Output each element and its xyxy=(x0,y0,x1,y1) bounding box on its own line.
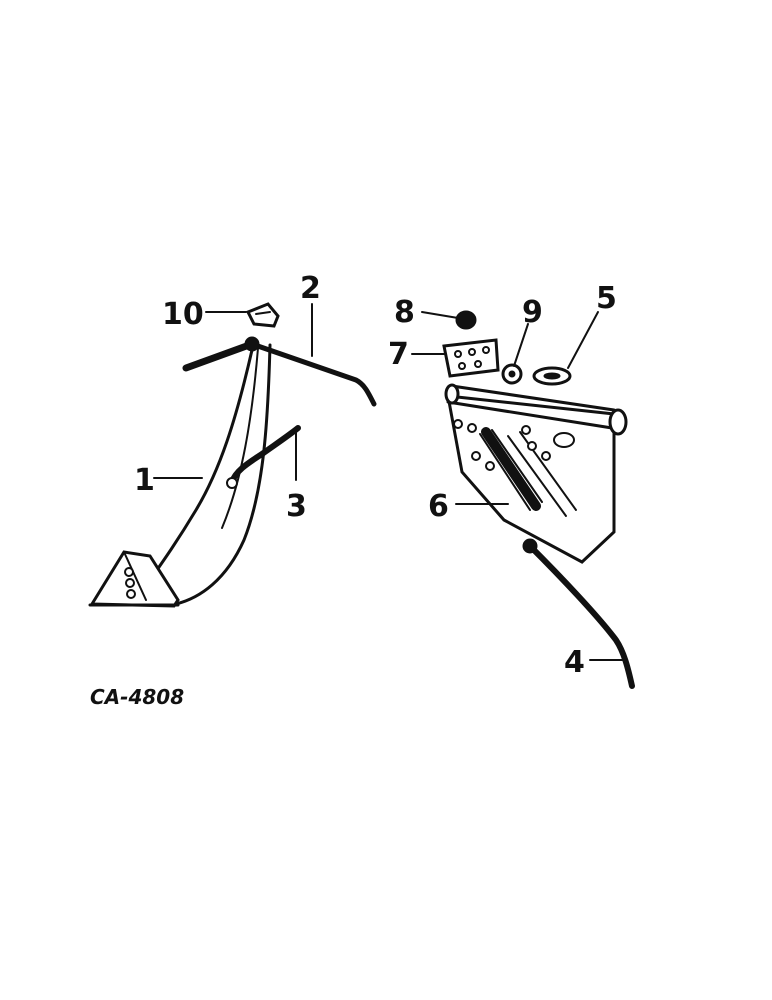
leader-9 xyxy=(513,323,529,367)
part-1-shank xyxy=(88,343,272,608)
part-4-rod xyxy=(522,538,635,689)
part-9-washer xyxy=(501,363,523,385)
callout-9: 9 xyxy=(522,295,543,330)
callout-7: 7 xyxy=(388,337,409,372)
callout-1: 1 xyxy=(134,463,155,498)
shield-assembly xyxy=(442,310,635,689)
callout-6: 6 xyxy=(428,489,449,524)
callout-5: 5 xyxy=(596,281,617,316)
callout-labels: 1 2 3 4 5 6 7 8 9 10 xyxy=(134,271,617,680)
leader-5 xyxy=(567,311,599,369)
diagram-code: CA-4808 xyxy=(90,685,184,709)
part-8-nut xyxy=(455,310,477,330)
part-5-oval-plate xyxy=(532,366,572,386)
shank-assembly xyxy=(88,302,377,608)
callout-2: 2 xyxy=(300,271,321,306)
part-3-rod xyxy=(226,425,301,489)
part-7-plate xyxy=(442,338,500,378)
callout-4: 4 xyxy=(564,645,585,680)
leader-lines xyxy=(153,303,627,661)
part-10-clip xyxy=(245,302,280,328)
callout-8: 8 xyxy=(394,295,415,330)
part-6-shield xyxy=(444,383,628,564)
callout-10: 10 xyxy=(162,297,204,332)
leader-8 xyxy=(421,311,459,319)
callout-3: 3 xyxy=(286,489,307,524)
part-2-rod xyxy=(182,336,377,407)
